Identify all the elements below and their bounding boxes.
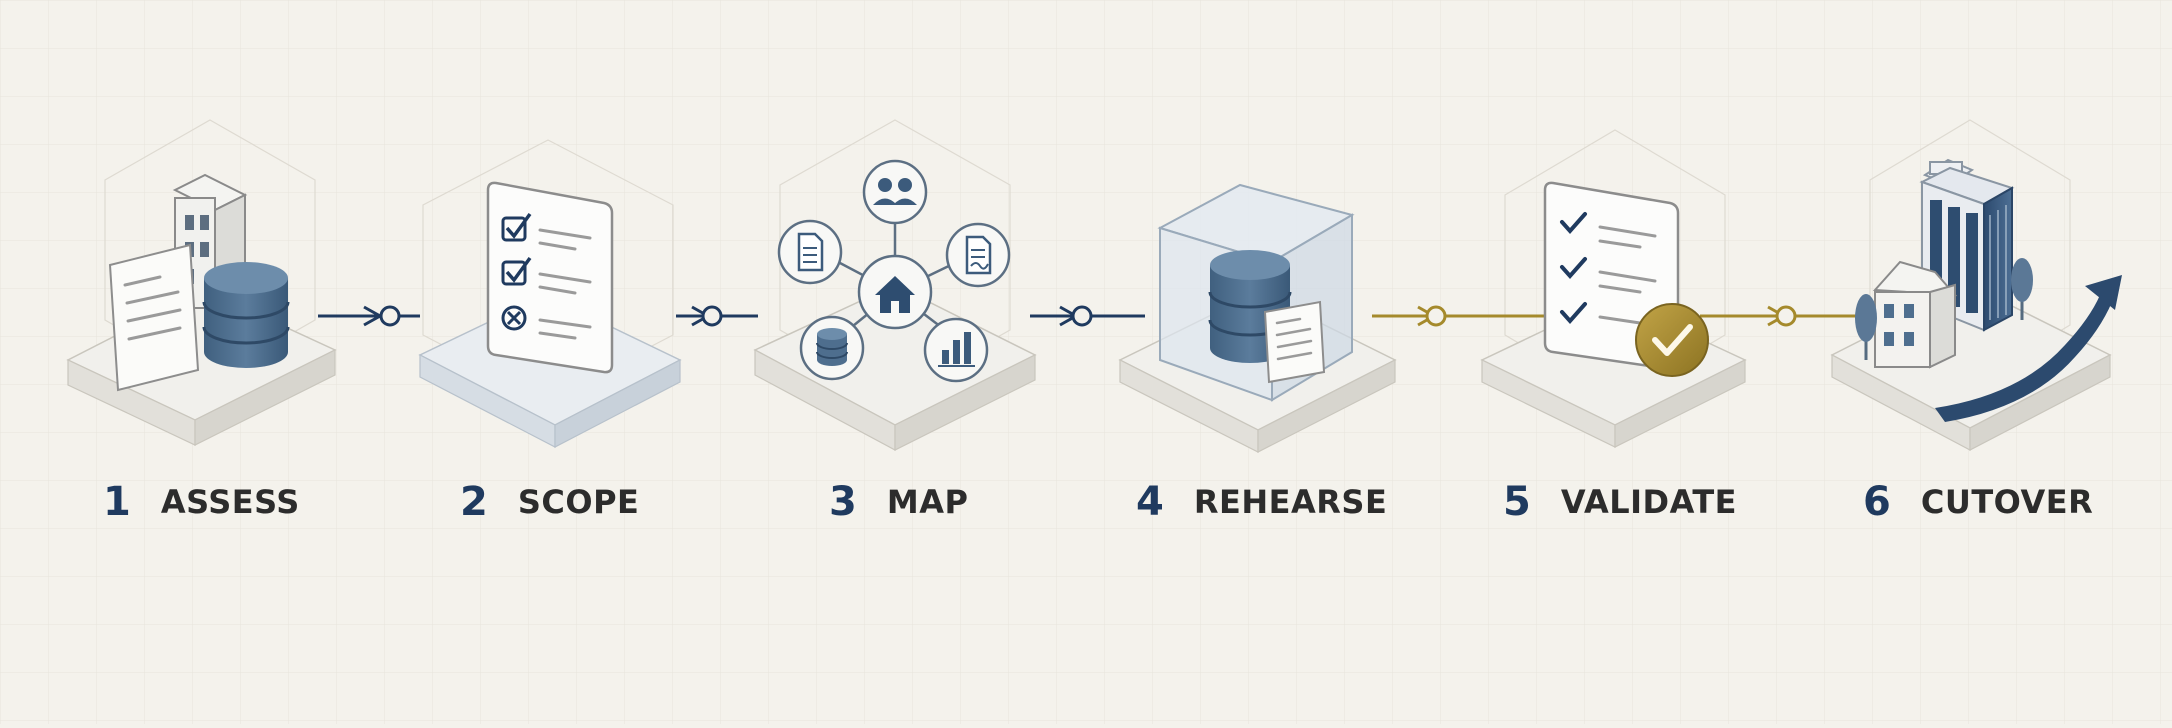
document-node-icon bbox=[777, 219, 843, 285]
connector-node-icon bbox=[701, 305, 723, 327]
gold-check-badge-icon bbox=[1635, 303, 1709, 377]
step-6-label: 6 CUTOVER bbox=[1863, 470, 2093, 534]
step-3-number: 3 bbox=[829, 479, 857, 525]
step-4-illustration bbox=[1118, 183, 1397, 453]
database-node-icon bbox=[799, 315, 865, 381]
connector-node-icon bbox=[1775, 305, 1797, 327]
step-4-number: 4 bbox=[1136, 479, 1164, 525]
home-node-icon bbox=[857, 254, 933, 330]
contract-node-icon bbox=[945, 222, 1011, 288]
connector-node-icon bbox=[1071, 305, 1093, 327]
step-1-illustration bbox=[66, 173, 337, 446]
users-node-icon bbox=[862, 159, 928, 225]
step-6-illustration bbox=[1830, 158, 2122, 451]
step-6-number: 6 bbox=[1863, 479, 1891, 525]
step-2-illustration bbox=[418, 181, 682, 448]
step-3-illustration bbox=[753, 159, 1037, 452]
step-6-name: CUTOVER bbox=[1920, 483, 2094, 521]
growth-arrow-icon bbox=[1935, 275, 2122, 422]
tree-icon bbox=[2011, 258, 2033, 320]
step-4-label: 4 REHEARSE bbox=[1136, 470, 1387, 534]
step-4-name: REHEARSE bbox=[1193, 483, 1388, 521]
step-5-name: VALIDATE bbox=[1560, 483, 1738, 521]
tree-icon bbox=[1855, 294, 1877, 360]
step-2-number: 2 bbox=[460, 479, 488, 525]
step-5-label: 5 VALIDATE bbox=[1503, 470, 1737, 534]
step-3-name: MAP bbox=[886, 483, 969, 521]
step-3-label: 3 MAP bbox=[829, 470, 968, 534]
database-icon bbox=[202, 262, 290, 368]
document-icon bbox=[108, 243, 200, 392]
house-icon bbox=[1872, 260, 1958, 369]
step-5-number: 5 bbox=[1503, 479, 1531, 525]
step-1-name: ASSESS bbox=[160, 483, 300, 521]
step-2-name: SCOPE bbox=[517, 483, 640, 521]
step-5-illustration bbox=[1480, 181, 1747, 448]
document-icon bbox=[1263, 300, 1326, 384]
connector-node-icon bbox=[379, 305, 401, 327]
connectors bbox=[318, 305, 1858, 327]
step-2-label: 2 SCOPE bbox=[460, 470, 639, 534]
step-1-label: 1 ASSESS bbox=[103, 470, 300, 534]
connector-node-icon bbox=[1425, 305, 1447, 327]
chart-node-icon bbox=[923, 317, 989, 383]
step-1-number: 1 bbox=[103, 479, 131, 525]
checklist-icon bbox=[486, 181, 614, 374]
